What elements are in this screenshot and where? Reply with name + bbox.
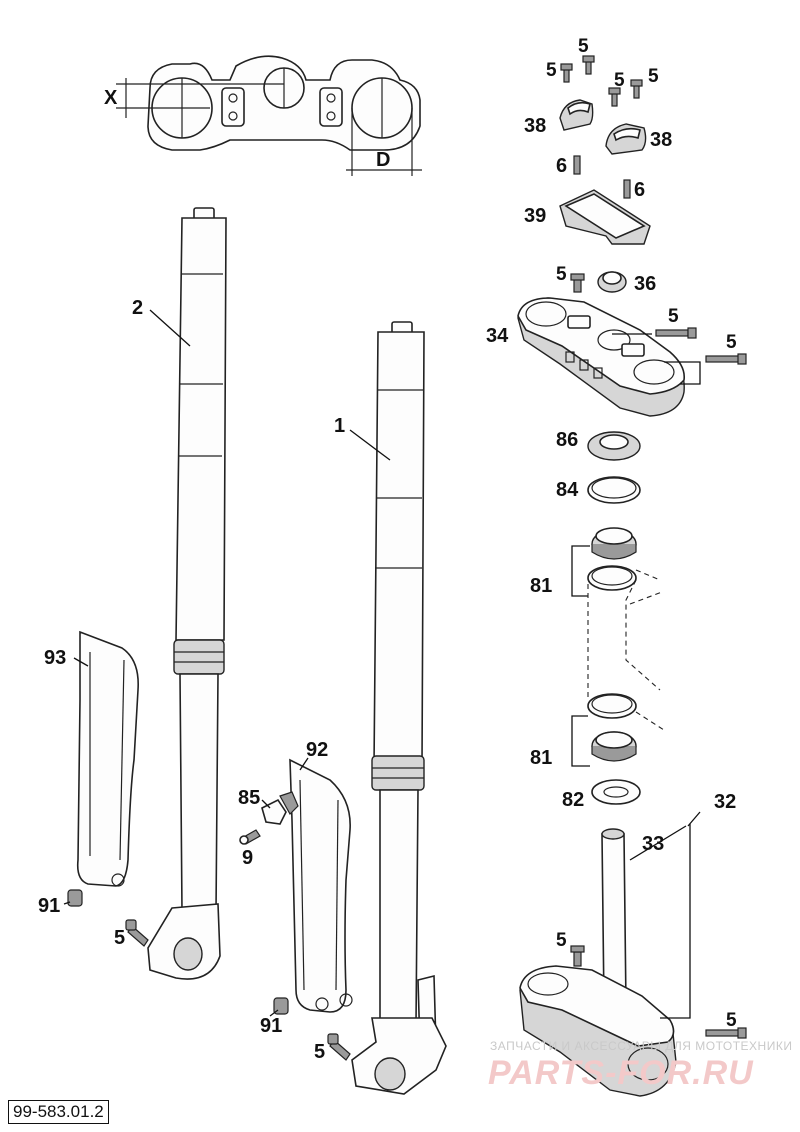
steering-head-dashed: [587, 569, 665, 731]
upper-triple-clamp-34: 34 5 5: [486, 297, 747, 417]
diagram-reference-number: 99-583.01.2: [8, 1100, 109, 1124]
callout-5-g: 5: [726, 332, 737, 353]
callout-36: 36: [634, 273, 656, 295]
callout-34: 34: [486, 325, 509, 347]
screw-91-center: 91: [260, 997, 289, 1037]
bolts-5-top: 5 5 5 5: [546, 36, 659, 107]
callout-39: 39: [524, 205, 546, 227]
seal-82: 82: [562, 779, 641, 811]
callout-86: 86: [556, 429, 578, 451]
triple-clamp-top-view: X D: [104, 55, 422, 176]
callout-5-i: 5: [726, 1010, 737, 1031]
bolt-5-leg1: 5: [314, 1033, 351, 1063]
seal-86: 86: [556, 429, 641, 461]
callout-85: 85: [238, 787, 260, 809]
callout-81-upper: 81: [530, 575, 552, 597]
callout-82: 82: [562, 789, 584, 811]
callout-5-f: 5: [668, 306, 679, 327]
watermark-tagline: ЗАПЧАСТИ И АКСЕССУАРЫ ДЛЯ МОТОТЕХНИКИ: [490, 1039, 792, 1053]
cable-clip-85: 85: [238, 787, 299, 825]
dimension-d-label: D: [376, 149, 390, 171]
callout-5-c: 5: [614, 70, 625, 91]
callout-5-leg2: 5: [114, 927, 125, 949]
bolt-5-leg2: 5: [114, 919, 149, 949]
callout-38-left: 38: [524, 115, 546, 137]
screw-9: 9: [239, 829, 261, 869]
handlebar-bridge-39: 39: [524, 189, 651, 245]
callout-38-right: 38: [650, 129, 672, 151]
callout-93: 93: [44, 647, 66, 669]
callout-5-e: 5: [556, 264, 567, 285]
callout-6-left: 6: [556, 155, 567, 177]
callout-5-h: 5: [556, 930, 567, 951]
callout-9: 9: [242, 847, 253, 869]
handlebar-clamp-38-right: 38: [605, 123, 672, 155]
callout-33: 33: [642, 833, 664, 855]
handlebar-clamp-38-left: 38: [524, 99, 594, 137]
lower-triple-clamp-32: 32 33 5 5: [519, 791, 747, 1097]
bolts-6: 6 6: [556, 155, 645, 201]
callout-6-right: 6: [634, 179, 645, 201]
callout-2: 2: [132, 297, 143, 319]
callout-1: 1: [334, 415, 345, 437]
bolt-5-and-nut-36: 5 36: [556, 264, 656, 295]
callout-91-left: 91: [38, 895, 60, 917]
callout-84: 84: [556, 479, 579, 501]
callout-81-lower: 81: [530, 747, 552, 769]
fork-guard-93: 93: [44, 630, 139, 887]
callout-32: 32: [714, 791, 736, 813]
bearing-81-lower: 81: [530, 693, 637, 769]
dimension-x-label: X: [104, 87, 118, 109]
callout-91-center: 91: [260, 1015, 282, 1037]
callout-5-b: 5: [578, 36, 589, 57]
watermark-logo: PARTS-FOR.RU: [488, 1054, 754, 1092]
callout-5-d: 5: [648, 66, 659, 87]
screw-91-left: 91: [38, 889, 83, 917]
bearing-81-upper: 81: [530, 527, 637, 597]
ring-84: 84: [556, 476, 641, 504]
fork-leg-2: 2: [132, 207, 227, 980]
callout-92: 92: [306, 739, 328, 761]
callout-5-leg1: 5: [314, 1041, 325, 1063]
fork-leg-1: 1: [334, 321, 447, 1095]
fork-guard-92: 92: [289, 739, 353, 1013]
watermark: ЗАПЧАСТИ И АКСЕССУАРЫ ДЛЯ МОТОТЕХНИКИ PA…: [488, 1039, 792, 1092]
callout-5-a: 5: [546, 60, 557, 81]
